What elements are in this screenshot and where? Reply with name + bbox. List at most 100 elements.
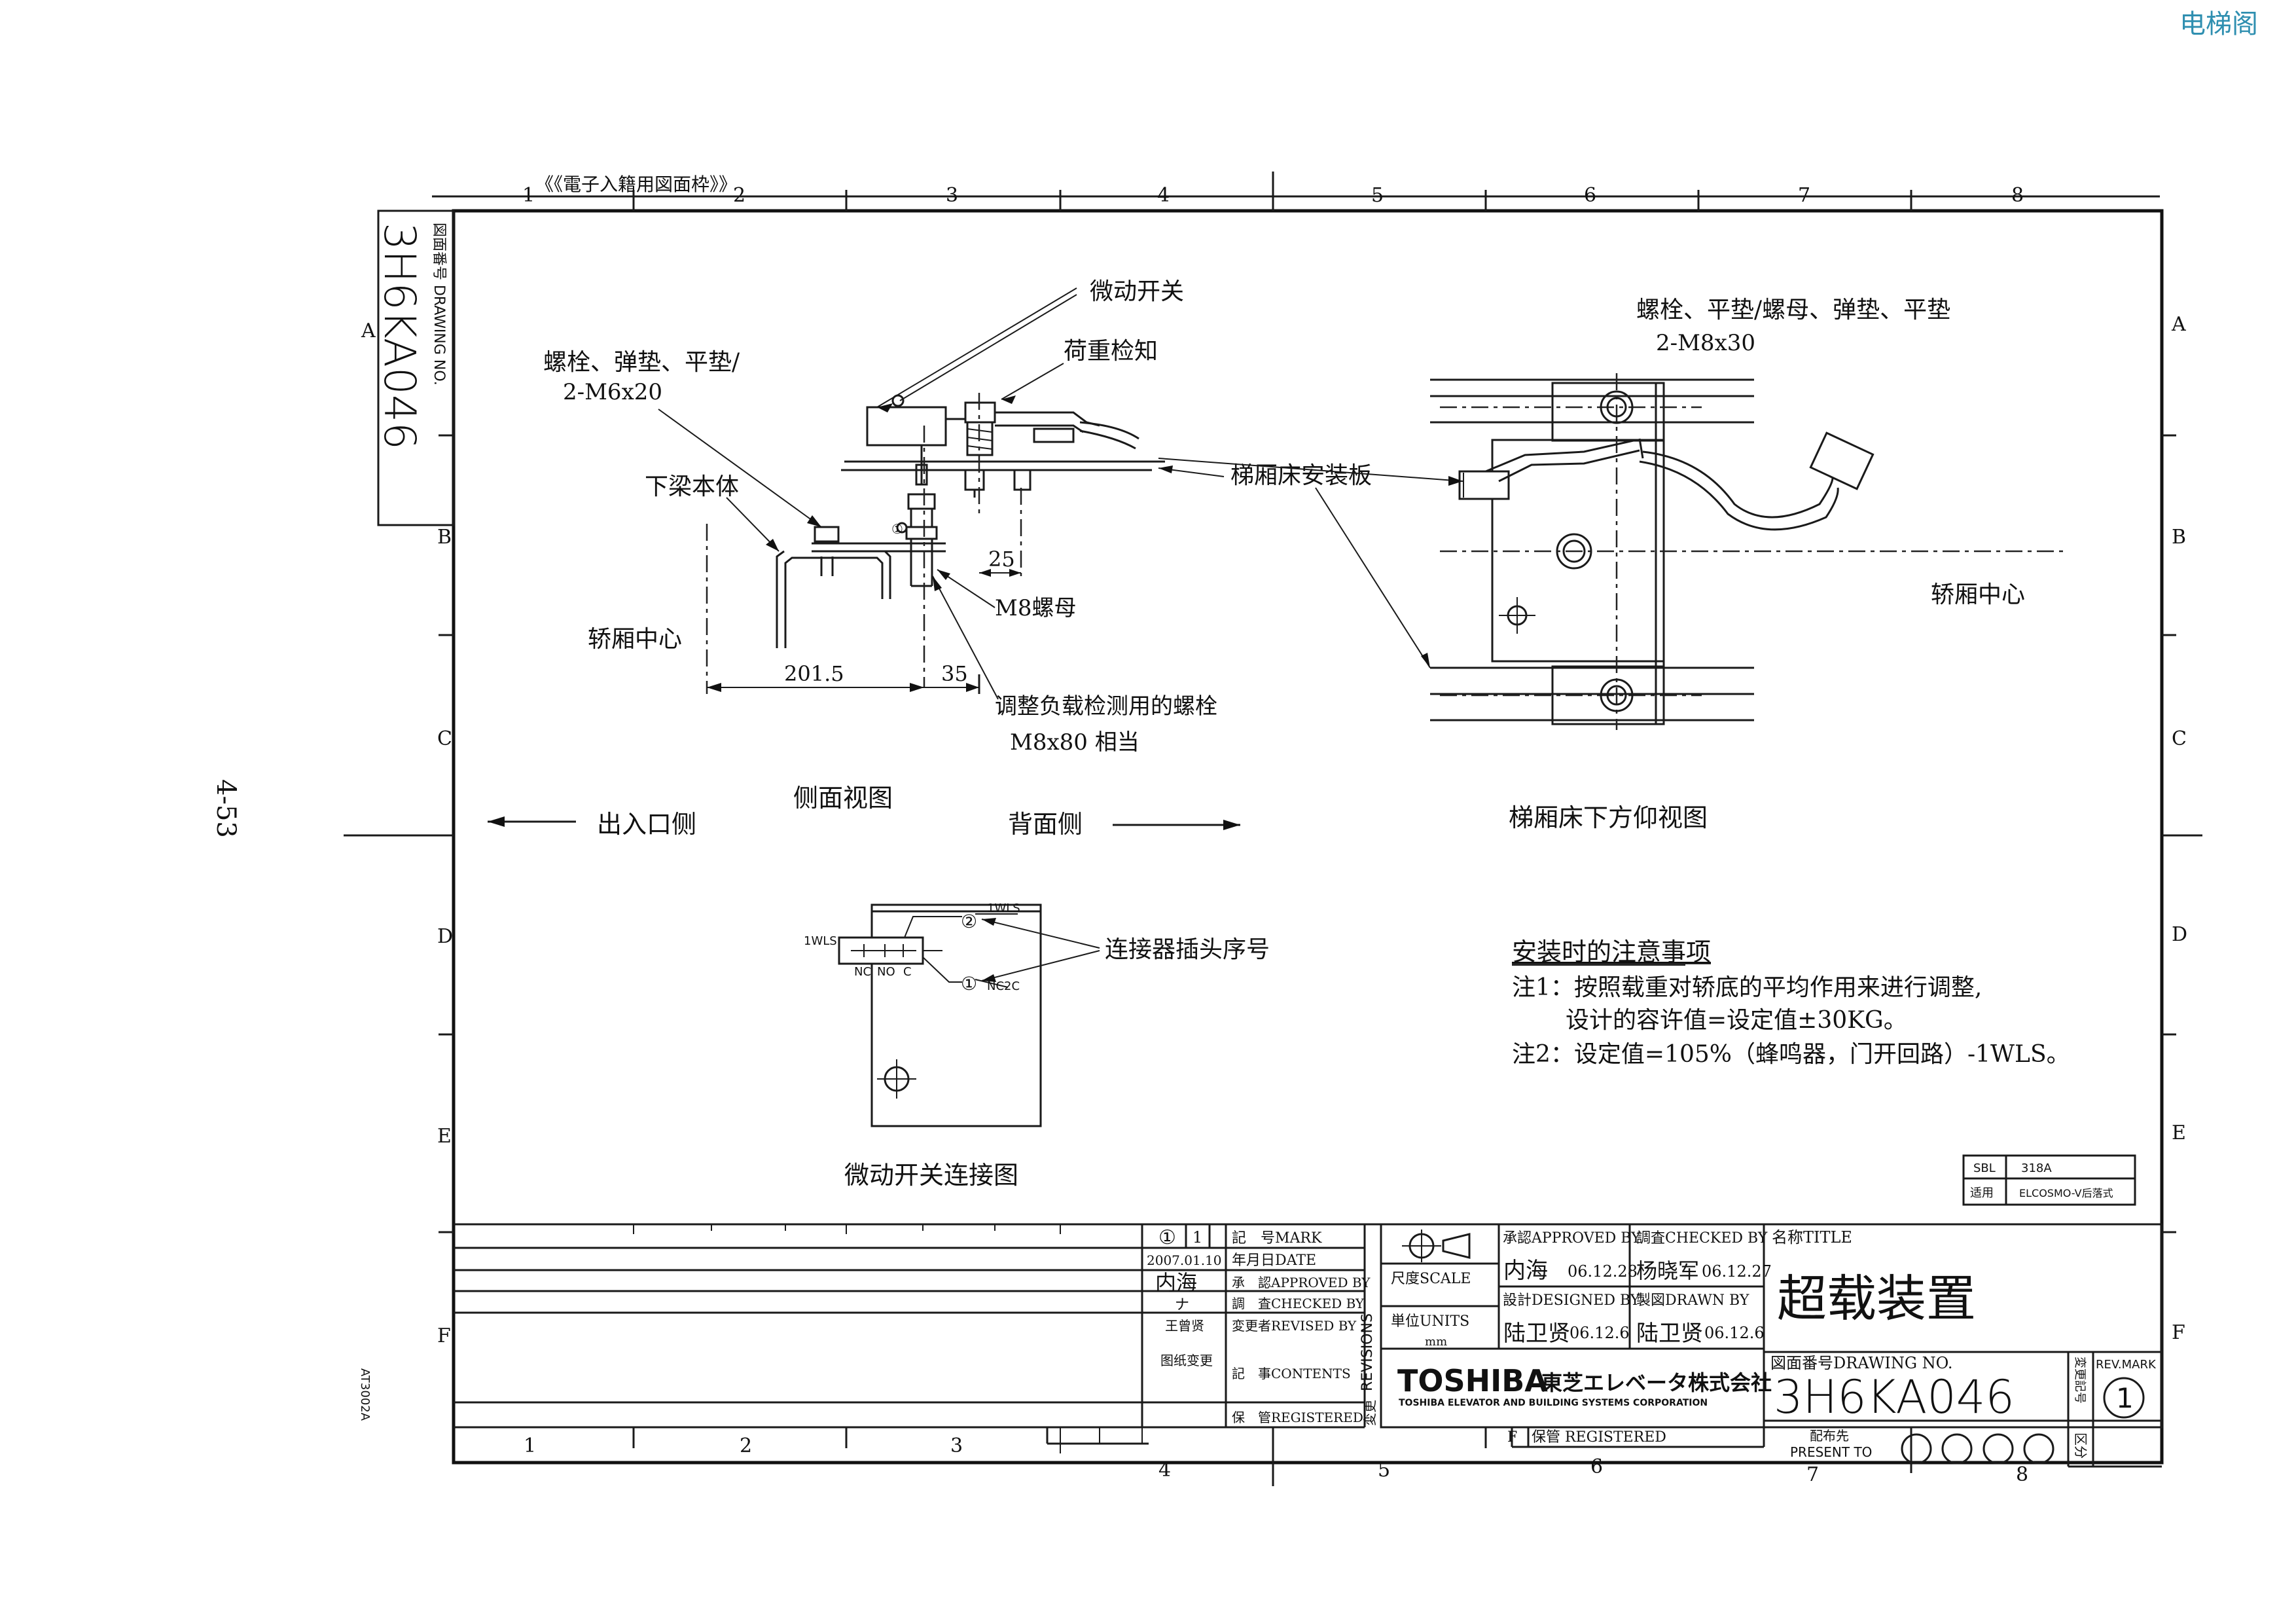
note1-line2: 设计的容许值=设定值±30KG。 [1566, 1007, 1907, 1034]
frame-border [344, 172, 2202, 1486]
label-car-center-bottom: 轿厢中心 [1931, 581, 2025, 608]
notes-heading: 安装时的注意事项 [1512, 938, 1711, 966]
apply-value: ELCOSMO-V后落式 [2019, 1187, 2113, 1199]
zone-row-left-a: A [361, 319, 376, 342]
rev-value: 1 [2116, 1382, 2134, 1414]
rev-revised-sig: 王曾贤 [1165, 1318, 1204, 1334]
label-micro-switch: 微动开关 [1090, 278, 1184, 305]
zone-row-right-f: F [2172, 1321, 2185, 1344]
direction-indicators [488, 816, 1240, 830]
label-load-detect: 荷重检知 [1064, 338, 1158, 365]
zone-col-top-7: 7 [1798, 184, 1810, 207]
revisions-vertical: REVISIONS [1359, 1313, 1376, 1391]
company-name-en: TOSHIBA ELEVATOR AND BUILDING SYSTEMS CO… [1399, 1398, 1708, 1408]
designed-by-label: 設計DESIGNED BY [1503, 1292, 1640, 1309]
rev-registered-label: 保 管REGISTERED [1232, 1410, 1363, 1425]
note1-line1: 注1：按照载重对轿底的平均作用来进行调整, [1512, 974, 1982, 1001]
zone-row-left-c: C [437, 727, 452, 750]
zone-col-bottom-5: 5 [1378, 1459, 1390, 1482]
conn-tag-1wls-left: 1WLS [804, 934, 837, 948]
zone-row-left-e: E [437, 1125, 452, 1148]
title-drawing-no: 3H6KA046 [1774, 1370, 2015, 1424]
drawn-by-label: 製図DRAWN BY [1636, 1292, 1749, 1309]
sbl-value: 318A [2021, 1161, 2052, 1175]
label-car-center-side: 轿厢中心 [588, 626, 682, 653]
rev-contents-label: 記 事CONTENTS [1232, 1366, 1351, 1381]
rev-date-value: 2007.01.10 [1147, 1252, 1222, 1268]
zone-col-top-3: 3 [946, 184, 958, 207]
designed-name: 陆卫贤 [1503, 1321, 1570, 1347]
label-adjust-bolt-line1: 调整负载检测用的螺栓 [995, 693, 1217, 720]
corner-drawing-no-box: 図面番号 DRAWING NO. 3H6KA046 [374, 210, 455, 526]
title-f-label: F [1507, 1429, 1517, 1446]
zone-row-right-c: C [2172, 727, 2187, 750]
checked-date: 06.12.27 [1702, 1262, 1772, 1281]
checked-name: 杨晓军 [1636, 1258, 1699, 1283]
approved-name: 内海 [1503, 1258, 1548, 1284]
units-label: 単位UNITS [1391, 1313, 1469, 1330]
units-value: mm [1425, 1335, 1447, 1349]
zone-col-top-5: 5 [1371, 184, 1384, 207]
rev-date-label: 年月日DATE [1232, 1252, 1316, 1269]
zone-row-left-d: D [437, 925, 453, 948]
company-name-jp: 東芝エレベータ株式会社 [1541, 1370, 1772, 1395]
installation-notes: 安装时的注意事项 注1：按照载重对轿底的平均作用来进行调整, 设计的容许值=设定… [1512, 938, 2070, 1068]
rev-mark-value: ① [1158, 1226, 1176, 1249]
conn-tag-1wls-top: 1WLS [987, 902, 1020, 915]
conn-pin-1: ① [961, 973, 977, 994]
frame-header: 《《電子入籍用図面枠》》 [535, 173, 737, 195]
note2: 注2：设定值=105%（蜂鸣器，门开回路）-1WLS。 [1512, 1041, 2070, 1068]
rev-checked-label: 調 査CHECKED BY [1232, 1296, 1365, 1311]
title-block [1380, 1223, 2163, 1468]
label-entrance-side: 出入口侧 [597, 810, 696, 839]
label-bolt-m6-line1: 螺栓、弹垫、平垫/ [543, 349, 740, 376]
revisions-kanji: 変更 [1362, 1400, 1378, 1426]
rev-label: REV.MARK [2096, 1358, 2157, 1372]
zone-row-right-b: B [2172, 526, 2186, 549]
checked-by-label: 調査CHECKED BY [1636, 1230, 1768, 1247]
label-mount-plate: 梯厢床安装板 [1230, 462, 1372, 489]
label-bolt-m6-line2: 2-M6x20 [563, 379, 662, 405]
page-number: 4-53 [211, 779, 241, 838]
corner-drawing-no-label: 図面番号 DRAWING NO. [431, 223, 447, 386]
drawing-title: 超载装置 [1777, 1269, 1976, 1328]
approved-by-label: 承認APPROVED BY [1503, 1230, 1641, 1247]
label-adjust-bolt-line2: M8x80 相当 [1010, 729, 1139, 756]
label-back-side: 背面侧 [1008, 810, 1083, 839]
zone-row-left-f: F [437, 1324, 451, 1347]
dim-25: 25 [988, 547, 1015, 572]
zone-col-top-6: 6 [1584, 184, 1596, 207]
connection-view-title: 微动开关连接图 [844, 1161, 1018, 1190]
label-connector-number: 连接器插头序号 [1105, 936, 1270, 963]
zone-col-top-8: 8 [2011, 184, 2024, 207]
rev-revised-label: 変更者REVISED BY [1232, 1318, 1357, 1334]
zone-col-bottom-8: 8 [2016, 1463, 2028, 1486]
zone-labels: 1 2 3 4 5 6 7 8 1 2 3 4 5 6 7 8 A B C D … [361, 184, 2187, 1486]
conn-terminal-no: NO [877, 965, 895, 979]
company-logo: TOSHIBA [1397, 1363, 1548, 1398]
zone-col-bottom-3: 3 [950, 1434, 963, 1457]
conn-tag-nc2c: NC2C [987, 979, 1020, 993]
zone-row-right-e: E [2172, 1122, 2186, 1144]
zone-row-left-b: B [437, 526, 452, 549]
rev-approved-label: 承 認APPROVED BY [1232, 1275, 1371, 1290]
zone-col-bottom-2: 2 [740, 1434, 752, 1457]
form-code: AT3002A [358, 1368, 372, 1421]
zone-col-bottom-6: 6 [1590, 1455, 1603, 1478]
dim-201-5: 201.5 [784, 661, 844, 686]
drawn-name: 陆卫贤 [1636, 1321, 1703, 1347]
zone-col-top-2: 2 [733, 184, 745, 207]
connection-view-drawing [838, 903, 1100, 1127]
sbl-box: SBL 318A 适用 ELCOSMO-V后落式 [1962, 1154, 2136, 1206]
corner-drawing-no: 3H6KA046 [374, 223, 425, 450]
apply-label: 适用 [1970, 1186, 1994, 1200]
rev-mark-label: 記 号MARK [1232, 1230, 1322, 1247]
zone-col-top-4: 4 [1157, 184, 1170, 207]
rev-mark-num: 1 [1193, 1228, 1202, 1247]
rev-approved-sig: 内海 [1155, 1270, 1197, 1295]
drawn-date: 06.12.6 [1704, 1324, 1765, 1342]
watermark-text: 电梯阁 [2179, 9, 2258, 39]
scale-label: 尺度SCALE [1391, 1271, 1471, 1287]
zone-col-bottom-7: 7 [1806, 1463, 1819, 1486]
